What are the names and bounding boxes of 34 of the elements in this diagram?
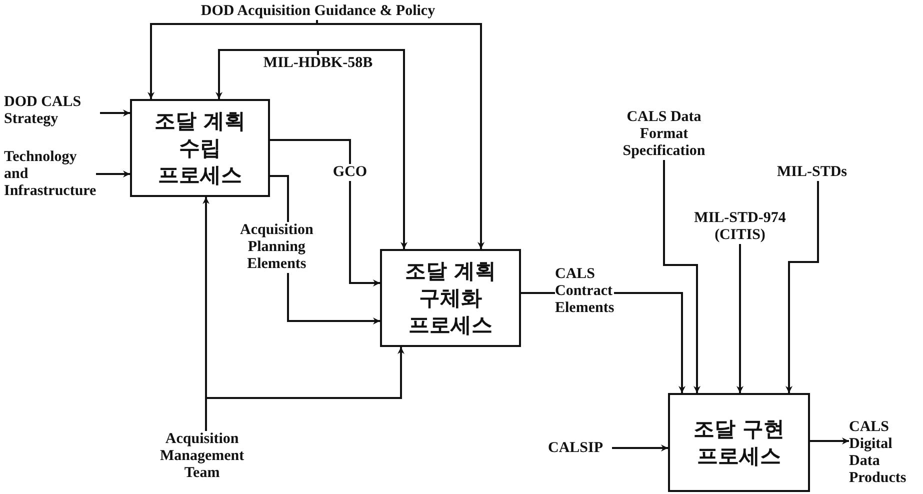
process-box: 조달 계획 수립 프로세스 [130, 99, 270, 197]
arrow [612, 444, 668, 452]
flow-label: Acquisition Management Team [160, 431, 244, 482]
flow-label: Acquisition Planning Elements [240, 222, 314, 273]
flow-label: CALS Data Format Specification [608, 109, 720, 160]
arrow [810, 438, 849, 444]
arrow [100, 110, 130, 116]
flow-label: DOD Acquisition Guidance & Policy [172, 3, 464, 20]
arrow [317, 49, 408, 249]
flow-label: CALS Digital Data Products [849, 419, 906, 487]
flow-label: GCO [330, 164, 370, 181]
arrow [287, 273, 380, 324]
arrow [663, 160, 700, 393]
flow-label: DOD CALS Strategy [4, 94, 100, 128]
arrow [316, 20, 484, 249]
connector-line [270, 139, 351, 164]
arrow [148, 20, 318, 99]
arrow [96, 170, 130, 178]
flow-label: Technology and Infrastructure [4, 149, 96, 200]
arrow [216, 49, 319, 99]
process-box: 조달 구현 프로세스 [668, 393, 810, 492]
arrow [786, 181, 819, 393]
process-box: 조달 계획 구체화 프로세스 [380, 249, 521, 347]
flow-label: CALSIP [548, 440, 612, 457]
flow-label: CALS Contract Elements [555, 266, 614, 317]
flow-label: MIL-STDs [772, 164, 852, 181]
arrow [736, 244, 744, 393]
arrow [205, 347, 404, 431]
connector-line [521, 292, 555, 294]
arrow [349, 181, 380, 286]
flow-label: MIL-HDBK-58B [248, 55, 388, 72]
flow-label: MIL-STD-974 (CITIS) [680, 210, 800, 244]
arrow [614, 292, 686, 393]
connector-line [270, 175, 289, 222]
